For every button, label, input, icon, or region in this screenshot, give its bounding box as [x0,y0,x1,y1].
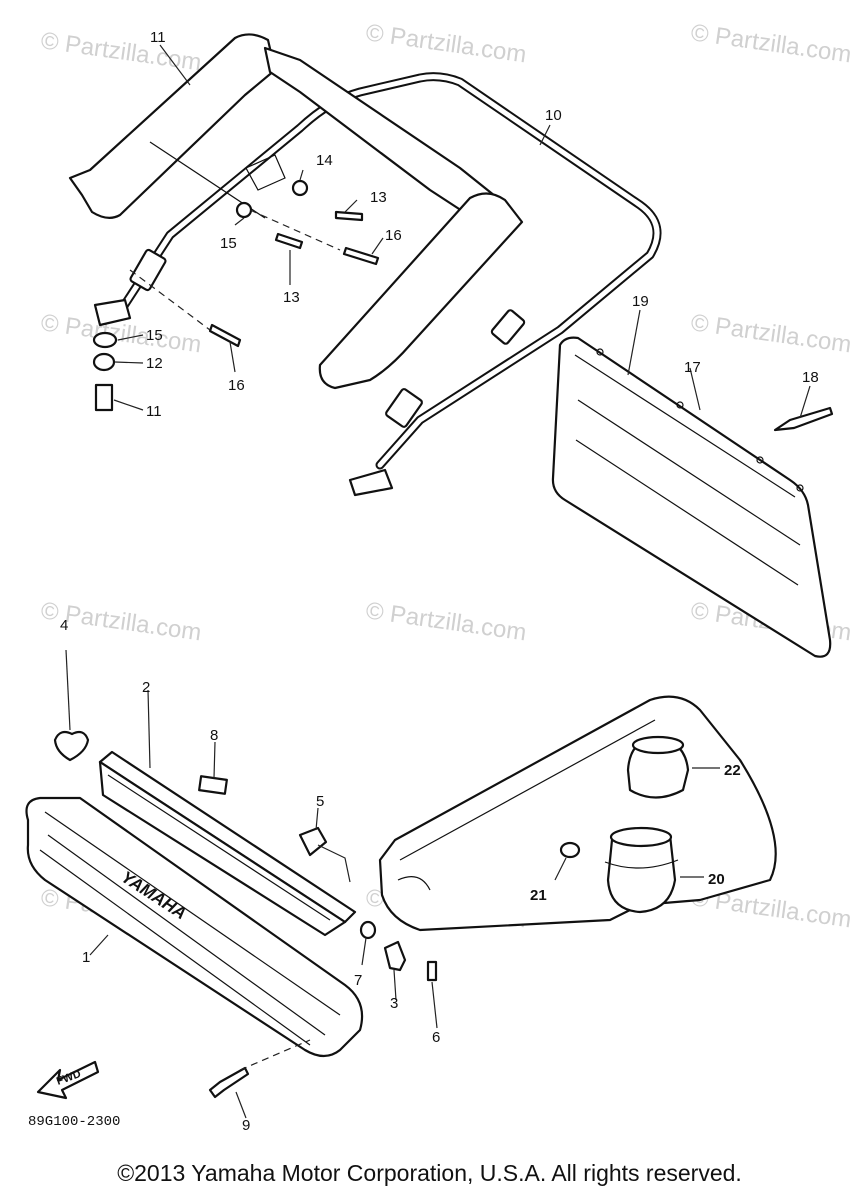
callout-16: 16 [385,227,402,244]
watermark: © Partzilla.com [364,597,528,646]
body-panel [378,695,777,932]
clip-part-4 [53,730,90,762]
callout-9: 9 [242,1117,250,1134]
label-part-8 [198,775,228,795]
screw-14b [274,232,304,250]
callout-5: 5 [316,793,324,810]
callout-14: 13 [283,289,300,306]
callout-18: 18 [802,369,819,386]
watermark: © Partzilla.com [364,19,528,68]
diagram-code: 89G100-2300 [28,1114,120,1130]
bumper-part-1: YAMAHA [25,796,364,1058]
callout-10: 10 [545,107,562,124]
mud-flap-part-17 [551,336,834,658]
callout-11: 11 [150,29,166,46]
washer-15a [291,179,309,197]
callout-16: 16 [228,377,245,394]
copyright-notice: ©2013 Yamaha Motor Corporation, U.S.A. A… [117,1160,742,1186]
callout-20: 20 [708,871,725,888]
bracket-part-3 [383,940,407,972]
cap-part-21 [559,841,581,859]
filler-neck-part-20 [604,826,679,914]
callout-17: 17 [684,359,701,376]
callout-19: 19 [632,293,649,310]
watermark: © Partzilla.com [689,19,853,68]
nut-part-6 [426,960,438,982]
nut-15c [92,331,118,349]
screw-18 [773,406,834,432]
washer-15b [235,201,253,219]
callout-12: 11 [146,403,162,420]
callouts: 11 10 14 15 13 13 16 16 15 12 11 19 17 1… [60,29,819,1134]
screw-part-9 [208,1066,250,1099]
callout-7: 7 [354,972,362,989]
callout-14: 13 [370,189,387,206]
callout-2: 2 [142,679,150,696]
callout-22: 22 [724,762,741,779]
bracket-part-2 [98,750,357,937]
upper-fasteners [92,179,380,412]
watermark: © Partzilla.com [689,309,853,358]
callout-15: 15 [220,235,237,252]
callout-21: 21 [530,887,547,904]
callout-3: 3 [390,995,398,1012]
washer-part-7 [359,920,377,940]
callout-6: 6 [432,1029,440,1046]
support-bracket-part-11 [68,33,524,390]
callout-13: 12 [146,355,163,372]
callout-8: 8 [210,727,218,744]
callout-15: 15 [146,327,163,344]
callout-4: 4 [60,617,68,634]
callout-15: 14 [316,152,333,169]
screw-14a [334,210,364,222]
callout-1: 1 [82,949,90,966]
screw-16b [208,323,242,348]
leader-lines [65,44,811,1119]
bolt-12 [94,383,114,412]
nut-13 [92,352,116,372]
screw-16a [342,246,380,266]
fwd-arrow: FWD [36,1060,100,1100]
cap-part-22 [626,735,690,799]
clip-part-5 [298,826,328,857]
